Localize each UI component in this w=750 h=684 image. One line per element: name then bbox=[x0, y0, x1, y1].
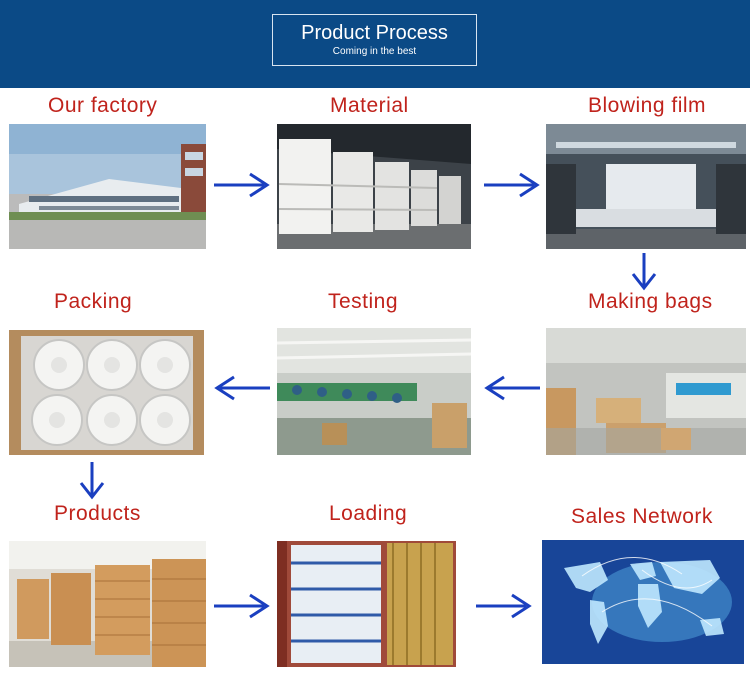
loading-photo bbox=[277, 541, 456, 667]
step-label-products: Products bbox=[54, 502, 141, 525]
material-photo bbox=[277, 124, 471, 249]
step-label-sales-network: Sales Network bbox=[571, 505, 713, 528]
arrow-right-icon bbox=[212, 592, 270, 620]
header-banner: Product Process Coming in the best bbox=[0, 0, 750, 88]
arrow-down-icon bbox=[630, 251, 658, 291]
step-label-packing: Packing bbox=[54, 290, 133, 313]
page-title: Product Process bbox=[301, 22, 448, 44]
arrow-left-icon bbox=[484, 374, 542, 402]
making-bags-photo bbox=[546, 328, 746, 455]
arrow-right-icon bbox=[482, 171, 540, 199]
arrow-right-icon bbox=[212, 171, 270, 199]
step-label-loading: Loading bbox=[329, 502, 408, 525]
step-label-making-bags: Making bags bbox=[588, 290, 713, 313]
sales-network-photo bbox=[542, 540, 744, 664]
arrow-left-icon bbox=[214, 374, 272, 402]
step-label-testing: Testing bbox=[328, 290, 399, 313]
title-box: Product Process Coming in the best bbox=[272, 14, 477, 66]
products-photo bbox=[9, 541, 206, 667]
page-subtitle: Coming in the best bbox=[332, 46, 417, 57]
arrow-right-icon bbox=[474, 592, 532, 620]
step-label-blowing-film: Blowing film bbox=[588, 94, 707, 117]
step-label-material: Material bbox=[330, 94, 409, 117]
blowing-film-photo bbox=[546, 124, 746, 249]
factory-photo bbox=[9, 124, 206, 249]
arrow-down-icon bbox=[78, 460, 106, 500]
packing-photo bbox=[9, 330, 204, 455]
step-label-our-factory: Our factory bbox=[48, 94, 158, 117]
testing-photo bbox=[277, 328, 471, 455]
